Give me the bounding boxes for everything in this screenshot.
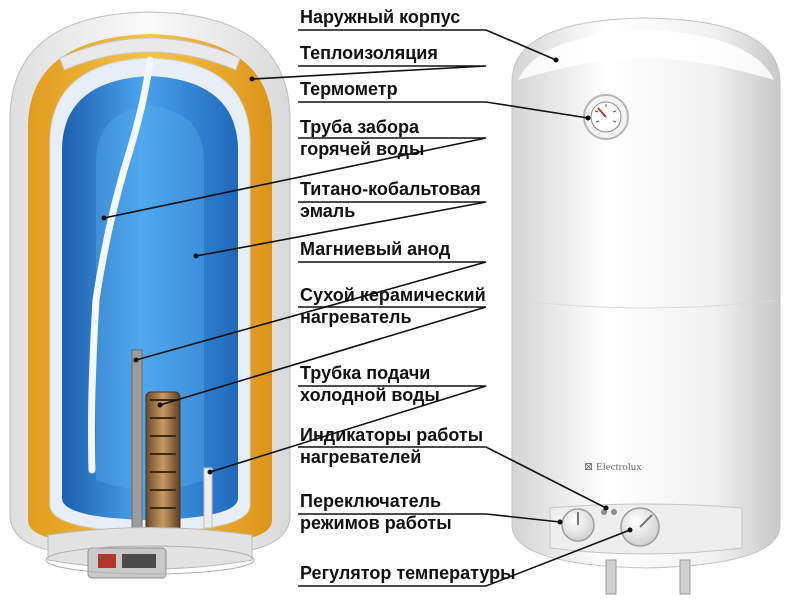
label-cold-water-pipe: Трубка подачи холодной воды	[300, 362, 440, 406]
label-line: Титано-кобальтовая	[300, 179, 481, 199]
leader-dot-indicators	[603, 505, 609, 511]
cutaway-cold-pipe	[203, 467, 213, 529]
label-outer-casing: Наружный корпус	[300, 6, 460, 28]
label-line: Труба забора	[300, 117, 420, 137]
leader-heater-indicators	[298, 446, 607, 509]
external-pipe-right	[679, 559, 691, 595]
cutaway-bottom-ring	[45, 545, 255, 575]
leader-dot-thermometer	[585, 115, 591, 121]
external-heater	[511, 17, 781, 595]
label-line: Теплоизоляция	[300, 43, 438, 63]
brand-logo: ⊠ Electrolux	[584, 460, 642, 473]
label-line: Переключатель	[300, 491, 442, 511]
cutaway-tank-water	[62, 76, 238, 520]
leader-hot-water-pipe	[103, 137, 487, 219]
label-titanium-cobalt-enamel: Титано-кобальтовая эмаль	[300, 178, 481, 222]
brand-name: Electrolux	[595, 461, 642, 473]
brand-mark: ⊠	[584, 461, 594, 473]
cutaway-electronics-dark	[122, 554, 156, 568]
label-line: нагреватель	[300, 307, 412, 327]
leader-thermal-insulation	[251, 65, 487, 80]
leader-mode-switch	[298, 513, 561, 523]
external-seam	[513, 299, 779, 309]
leader-dot-temperature	[627, 527, 633, 533]
label-temperature-regulator: Регулятор температуры	[300, 562, 516, 584]
label-line: Регулятор температуры	[300, 563, 516, 583]
leader-dots	[101, 57, 633, 533]
label-line: Трубка подачи	[300, 363, 431, 383]
leader-temperature-regulator	[298, 529, 631, 587]
indicator-light-2	[611, 509, 617, 515]
leader-dry-ceramic-heater	[159, 306, 487, 406]
external-body	[511, 17, 781, 569]
label-magnesium-anode: Магниевый анод	[300, 238, 450, 260]
leader-dot-mode-switch	[557, 519, 563, 525]
cutaway-heater	[9, 11, 291, 579]
label-line: нагревателей	[300, 447, 422, 467]
label-line: Термометр	[300, 79, 398, 99]
cutaway-hot-pipe	[88, 56, 154, 474]
cutaway-top-cap	[59, 37, 241, 71]
label-line: горячей воды	[300, 139, 425, 159]
label-line: холодной воды	[300, 385, 440, 405]
cutaway-anode	[131, 349, 143, 531]
label-heater-indicators: Индикаторы работы нагревателей	[300, 424, 483, 468]
external-dome	[518, 30, 774, 80]
cutaway-electronics-red	[98, 554, 116, 568]
leader-titanium-cobalt-enamel	[195, 201, 487, 257]
leader-outer-casing	[298, 29, 557, 61]
leader-dot-thermal-insulation	[249, 76, 255, 82]
label-thermal-insulation: Теплоизоляция	[300, 42, 438, 64]
label-dry-ceramic-heater: Сухой керамический нагреватель	[300, 284, 486, 328]
thermometer-ticks	[594, 104, 617, 123]
leader-dot-anode	[133, 357, 139, 363]
leader-lines	[103, 29, 631, 587]
temperature-pointer	[639, 514, 653, 528]
external-pipe-left	[605, 559, 617, 595]
leader-cold-water-pipe	[209, 385, 487, 473]
label-line: Индикаторы работы	[300, 425, 484, 445]
label-hot-water-pipe: Труба забора горячей воды	[300, 116, 424, 160]
label-mode-switch: Переключатель режимов работы	[300, 490, 452, 534]
label-line: Сухой керамический	[300, 285, 486, 305]
label-line: Магниевый анод	[300, 239, 451, 259]
leader-dot-enamel	[193, 253, 199, 259]
leader-dot-hot-water-pipe	[101, 215, 107, 221]
label-line: Наружный корпус	[300, 7, 461, 27]
label-line: эмаль	[300, 201, 356, 221]
label-thermometer: Термометр	[300, 78, 398, 100]
leader-dot-cold-pipe	[207, 469, 213, 475]
thermometer-needle	[597, 107, 607, 118]
leader-thermometer	[298, 101, 589, 119]
label-line: режимов работы	[300, 513, 452, 533]
leader-dot-heater	[157, 402, 163, 408]
indicator-light-1	[601, 509, 607, 515]
leader-dot-outer-casing	[553, 57, 559, 63]
cutaway-heater-element	[145, 391, 181, 533]
cutaway-heater-coil	[150, 399, 176, 509]
leader-magnesium-anode	[135, 261, 487, 361]
